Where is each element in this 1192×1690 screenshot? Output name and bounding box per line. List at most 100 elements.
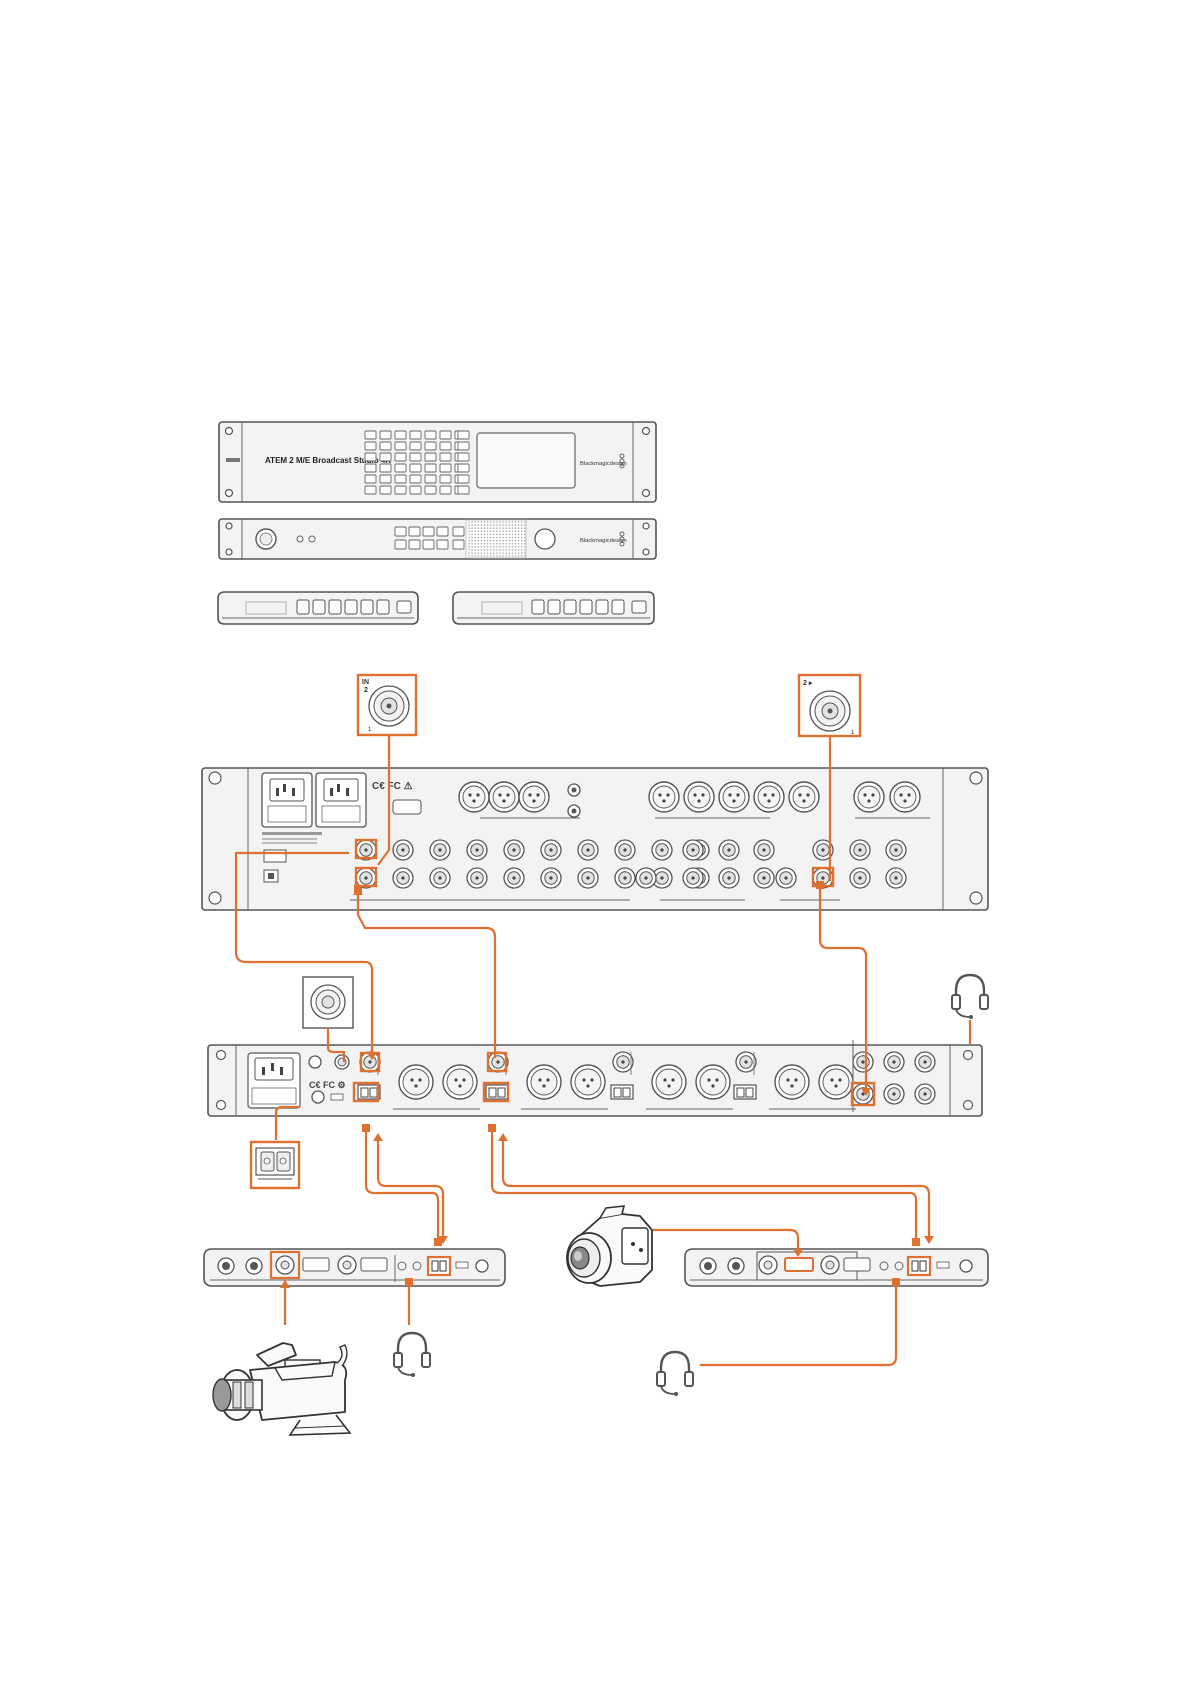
cable-endpoint bbox=[405, 1278, 413, 1286]
cable-endpoint bbox=[354, 885, 362, 893]
cable-endpoint bbox=[892, 1278, 900, 1286]
panel-key bbox=[380, 475, 391, 483]
panel-key bbox=[365, 486, 376, 494]
talkback-key bbox=[437, 527, 448, 536]
volume-knob bbox=[535, 529, 555, 549]
camera-converter-right bbox=[685, 1249, 988, 1286]
talkback-key bbox=[409, 527, 420, 536]
converter-button bbox=[532, 600, 544, 614]
panel-key bbox=[425, 431, 436, 439]
svg-text:2 ▸: 2 ▸ bbox=[803, 680, 813, 687]
cable-endpoint bbox=[434, 1238, 442, 1246]
converter-button bbox=[345, 600, 357, 614]
svg-text:2: 2 bbox=[364, 687, 368, 694]
panel-key bbox=[440, 453, 451, 461]
panel-key bbox=[365, 431, 376, 439]
callout-bnc-detail bbox=[303, 977, 353, 1028]
cable-endpoint bbox=[362, 1124, 370, 1132]
cable-endpoint bbox=[912, 1238, 920, 1246]
panel-key bbox=[410, 464, 421, 472]
cable-arrowhead bbox=[924, 1236, 934, 1244]
panel-key bbox=[395, 453, 406, 461]
talkback-key bbox=[409, 540, 420, 549]
panel-key bbox=[410, 442, 421, 450]
panel-key bbox=[440, 475, 451, 483]
talkback-key bbox=[423, 540, 434, 549]
converter-front-left bbox=[218, 592, 418, 624]
panel-key bbox=[440, 442, 451, 450]
rack-hole bbox=[226, 428, 233, 435]
svg-text:C€ FC ⚙: C€ FC ⚙ bbox=[309, 1080, 346, 1090]
panel-key bbox=[380, 464, 391, 472]
panel-key bbox=[395, 442, 406, 450]
talkback-key bbox=[395, 527, 406, 536]
panel-key bbox=[395, 475, 406, 483]
converter-button bbox=[612, 600, 624, 614]
rack-hole bbox=[643, 490, 650, 497]
headphones-icon bbox=[394, 1333, 430, 1377]
callout-program-out-2: 2 ▸ 1 bbox=[799, 675, 860, 736]
panel-key bbox=[440, 431, 451, 439]
hdmi-port bbox=[303, 1258, 329, 1271]
panel-key bbox=[440, 464, 451, 472]
panel-key bbox=[365, 475, 376, 483]
panel-key bbox=[365, 464, 376, 472]
hdmi-port bbox=[361, 1258, 387, 1271]
panel-key bbox=[365, 453, 376, 461]
panel-key bbox=[365, 442, 376, 450]
atem-front-panel: ATEM 2 M/E Broadcast Studio 4K Blackmagi… bbox=[219, 422, 656, 502]
panel-key bbox=[380, 431, 391, 439]
rack-hole bbox=[226, 490, 233, 497]
panel-key bbox=[395, 486, 406, 494]
cable-endpoint bbox=[816, 881, 824, 889]
panel-key bbox=[425, 453, 436, 461]
panel-key bbox=[410, 486, 421, 494]
rack-hole bbox=[643, 428, 650, 435]
converter-button bbox=[329, 600, 341, 614]
panel-key bbox=[425, 464, 436, 472]
panel-key bbox=[380, 486, 391, 494]
headphones-icon bbox=[657, 1352, 693, 1396]
hdmi-port bbox=[785, 1258, 813, 1271]
cable-endpoint bbox=[488, 1124, 496, 1132]
converter-button bbox=[548, 600, 560, 614]
talkback-key bbox=[423, 527, 434, 536]
callout-fiber-detail bbox=[251, 1142, 299, 1188]
camera-converter-left bbox=[204, 1249, 505, 1286]
talkback-key bbox=[395, 540, 406, 549]
headphones-icon bbox=[952, 975, 988, 1019]
panel-key bbox=[380, 442, 391, 450]
svg-text:IN: IN bbox=[362, 679, 369, 686]
panel-key bbox=[410, 431, 421, 439]
converter-button bbox=[377, 600, 389, 614]
hdmi-port bbox=[844, 1258, 870, 1271]
panel-key bbox=[395, 464, 406, 472]
cable-arrowhead bbox=[373, 1133, 383, 1141]
converter-front-right bbox=[453, 592, 654, 624]
talkback-front-panel: Blackmagicdesign bbox=[219, 519, 656, 559]
panel-key bbox=[440, 486, 451, 494]
panel-key bbox=[425, 486, 436, 494]
serial-port bbox=[393, 800, 421, 814]
svg-text:C€ FC ⚠: C€ FC ⚠ bbox=[372, 781, 413, 792]
atem-rear-panel: C€ FC ⚠ bbox=[202, 768, 988, 910]
handycam-icon bbox=[567, 1206, 652, 1286]
converter-button bbox=[564, 600, 576, 614]
converter-button bbox=[580, 600, 592, 614]
panel-key bbox=[380, 453, 391, 461]
panel-key bbox=[410, 453, 421, 461]
callout-sdi-in-2: IN 2 1 bbox=[358, 675, 416, 735]
panel-key bbox=[425, 442, 436, 450]
converter-button bbox=[361, 600, 373, 614]
cable-arrowhead bbox=[498, 1133, 508, 1141]
panel-key bbox=[425, 475, 436, 483]
converter-button bbox=[596, 600, 608, 614]
ethernet-port bbox=[264, 850, 286, 862]
panel-key bbox=[410, 475, 421, 483]
talkback-key bbox=[437, 540, 448, 549]
broadcast-camera-icon bbox=[213, 1343, 350, 1435]
lcd-screen bbox=[477, 433, 575, 488]
panel-key bbox=[395, 431, 406, 439]
